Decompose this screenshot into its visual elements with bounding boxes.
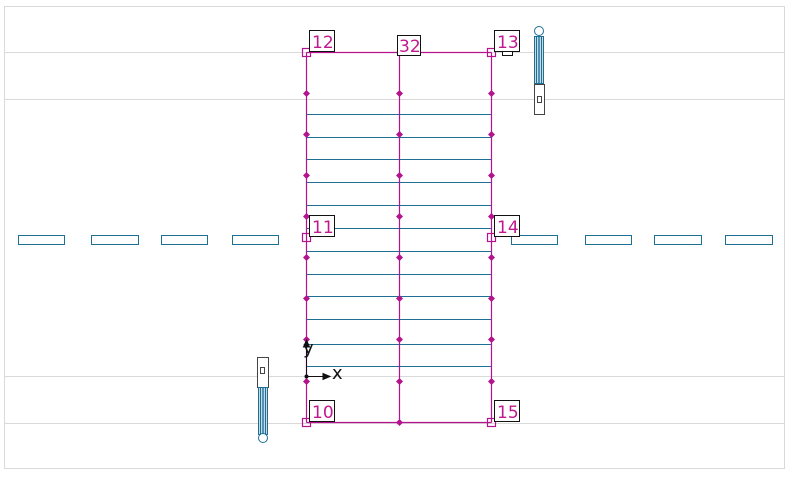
node-label-13-text: 13: [497, 33, 519, 53]
dash-left-2: [91, 235, 139, 245]
support-base: [257, 357, 269, 388]
joint-diamond: [303, 254, 310, 261]
joint-diamond: [396, 131, 403, 138]
coordinate-axes: [302, 338, 332, 381]
node-labels: 12 32 13 11 14 10 15: [309, 30, 520, 423]
node-label-32: 32: [397, 35, 421, 57]
joint-diamond: [488, 131, 495, 138]
cross-members: [306, 114, 491, 367]
node-label-14-text: 14: [497, 218, 519, 238]
dash-right-4: [725, 235, 773, 245]
dash-right-3: [654, 235, 702, 245]
support-base-slot: [537, 96, 542, 103]
y-axis-arrow: [302, 338, 311, 348]
joint-diamond: [303, 172, 310, 179]
joint-diamond: [303, 295, 310, 302]
support-bottom-left: [257, 357, 269, 443]
support-top-right: [534, 26, 545, 115]
node-square-15: [486, 417, 497, 428]
joint-diamond: [396, 336, 403, 343]
joint-diamond: [303, 213, 310, 220]
dash-left-1: [18, 235, 65, 245]
background-grid: [4, 6, 785, 469]
x-axis-label: x: [332, 363, 343, 384]
node-squares: [301, 47, 497, 428]
joint-diamond: [488, 254, 495, 261]
node-label-10-text: 10: [312, 403, 334, 423]
node-label-15: 15: [494, 400, 520, 423]
dash-left-3: [161, 235, 208, 245]
node-label-12-text: 12: [312, 33, 334, 53]
node-square-11: [301, 232, 312, 243]
node-square-12: [301, 47, 312, 58]
joint-diamond: [488, 90, 495, 97]
joint-diamond: [488, 295, 495, 302]
outer-frame: [4, 6, 785, 469]
joint-diamond: [396, 172, 403, 179]
dashed-members: [18, 235, 773, 245]
joint-diamond: [396, 90, 403, 97]
axis-origin: [304, 374, 309, 379]
joint-diamond: [488, 172, 495, 179]
node-square-10: [301, 417, 312, 428]
joint-diamond: [488, 213, 495, 220]
node-label-14: 14: [494, 215, 520, 238]
dash-right-2: [585, 235, 632, 245]
node-square-13: [486, 47, 497, 58]
joint-diamond: [303, 131, 310, 138]
support-pin: [258, 433, 268, 443]
dash-right-1: [511, 235, 558, 245]
x-axis-arrow: [322, 372, 332, 381]
dash-left-4: [232, 235, 279, 245]
node-label-13: 13: [494, 30, 520, 53]
y-axis-label: y: [303, 338, 314, 359]
joint-diamond: [303, 90, 310, 97]
node-label-10: 10: [309, 400, 335, 423]
joint-diamond: [488, 378, 495, 385]
support-base-slot: [260, 367, 265, 374]
joint-diamond: [396, 378, 403, 385]
support-base: [534, 84, 545, 115]
support-pin: [534, 26, 544, 36]
joint-diamond: [488, 336, 495, 343]
node-label-11-text: 11: [312, 218, 334, 238]
node-label-15-text: 15: [497, 403, 519, 423]
joint-diamond: [396, 213, 403, 220]
joint-diamond: [396, 254, 403, 261]
joint-diamond: [396, 419, 403, 426]
node-label-11: 11: [309, 215, 335, 238]
joint-diamond: [303, 378, 310, 385]
node-label-12: 12: [309, 30, 335, 53]
joint-diamond: [396, 295, 403, 302]
node-square-14: [486, 232, 497, 243]
node-label-32-text: 32: [399, 37, 421, 57]
